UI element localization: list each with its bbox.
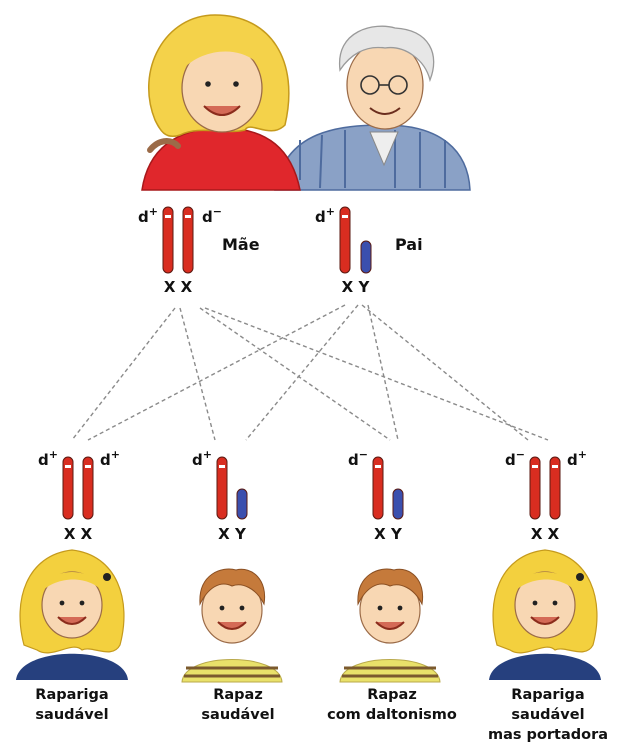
cross-line: [245, 304, 359, 441]
child-4-chromosome-x2: [549, 456, 561, 520]
child-2-chromosome-pair: d+ X Y: [192, 448, 248, 543]
father-chromosome-pair: d+ X Y Pai: [315, 205, 423, 296]
child-3-chromosome-x1: [372, 456, 384, 520]
mother-name: Mãe: [222, 235, 260, 254]
cross-line: [361, 304, 529, 441]
child-1-chromosome-x2: [82, 456, 94, 520]
cross-line: [204, 307, 549, 441]
child-4-chromosome-pair: d− d+ X X: [505, 448, 587, 543]
caption-line: Rapariga: [511, 687, 584, 703]
child-1-chromosome-text: X X: [64, 525, 93, 543]
father-chromosome-y2: [360, 240, 372, 274]
child-1-allele-label-2: d+: [100, 448, 120, 469]
child-4-chromosome-text: X X: [531, 525, 560, 543]
child-1-caption: Rapariga saudável: [35, 687, 108, 723]
children-portraits: [15, 549, 602, 684]
child-1-chromosome-pair: d+ d+ X X: [38, 448, 120, 543]
mother-chromosome-pair: d+ d− X X Mãe: [138, 205, 260, 296]
child-3-portrait: [338, 567, 442, 684]
father-chromosome-text: X Y: [342, 278, 371, 296]
child-3-allele-label: d−: [348, 448, 368, 469]
caption-line: saudável: [201, 707, 274, 723]
child-3-chromosome-text: X Y: [374, 525, 403, 543]
child-2-portrait: [180, 567, 284, 684]
cross-line: [87, 304, 346, 441]
father-name: Pai: [395, 235, 423, 254]
caption-line: Rapaz: [367, 687, 417, 703]
child-3-caption: Rapaz com daltonismo: [327, 687, 457, 723]
mother-chromosome-text: X X: [164, 278, 193, 296]
caption-line: com daltonismo: [327, 707, 457, 723]
cross-line: [179, 307, 216, 441]
child-2-chromosome-x1: [216, 456, 228, 520]
child-4-allele-label-2: d+: [567, 448, 587, 469]
child-2-allele-label: d+: [192, 448, 212, 469]
cross-line: [71, 307, 176, 441]
mother-figure: [141, 14, 301, 191]
child-1-allele-label: d+: [38, 448, 58, 469]
mother-chromosome-x2: [182, 206, 194, 274]
cross-line: [367, 304, 399, 441]
father-allele-label: d+: [315, 205, 335, 226]
mother-allele-label-2: d−: [202, 205, 222, 226]
child-1-chromosome-x1: [62, 456, 74, 520]
parents-illustration: [141, 14, 471, 191]
father-chromosome-x1: [339, 206, 351, 274]
caption-line: mas portadora: [488, 727, 608, 743]
cross-line: [199, 307, 391, 441]
mother-chromosome-x1: [162, 206, 174, 274]
parents-chromosomes: d+ d− X X Mãe d+ X Y Pai: [138, 205, 423, 296]
caption-line: saudável: [511, 707, 584, 723]
child-2-chromosome-y2: [236, 488, 248, 520]
child-4-chromosome-x1: [529, 456, 541, 520]
child-2-chromosome-text: X Y: [218, 525, 247, 543]
child-2-caption: Rapaz saudável: [201, 687, 274, 723]
child-3-chromosome-y2: [392, 488, 404, 520]
child-4-portrait: [488, 549, 602, 681]
caption-line: Rapariga: [35, 687, 108, 703]
father-figure: [274, 25, 471, 191]
cross-lines: [71, 304, 549, 441]
child-4-allele-label: d−: [505, 448, 525, 469]
caption-line: saudável: [35, 707, 108, 723]
child-3-chromosome-pair: d− X Y: [348, 448, 404, 543]
child-4-caption: Rapariga saudável mas portadora: [488, 687, 608, 743]
child-1-portrait: [15, 549, 129, 681]
mother-allele-label: d+: [138, 205, 158, 226]
caption-line: Rapaz: [213, 687, 263, 703]
children-chromosomes: d+ d+ X X d+ X Y d− X Y d− d+ X X: [38, 448, 587, 543]
